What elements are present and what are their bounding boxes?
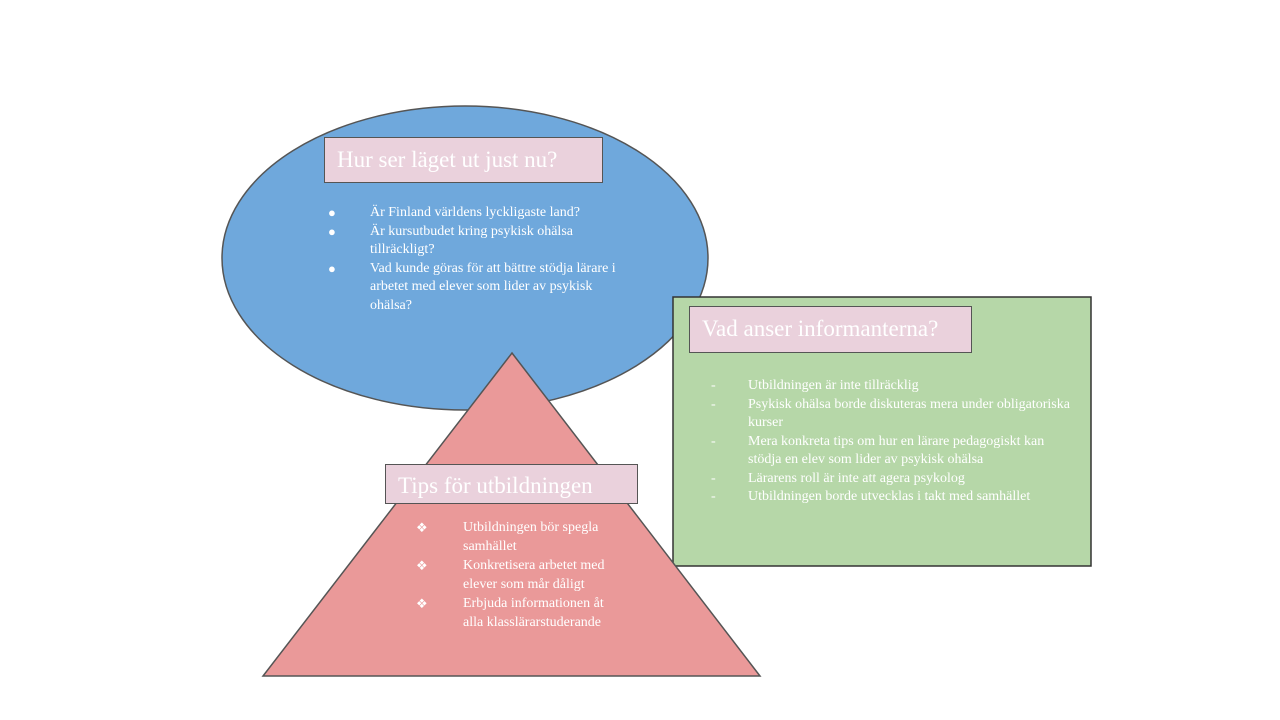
list-item: ❖Konkretisera arbetet med elever som mår… (416, 558, 605, 592)
list-item: -Utbildningen borde utvecklas i takt med… (711, 488, 1078, 507)
list-item: -Psykisk ohälsa borde diskuteras mera un… (711, 396, 1070, 431)
list-item: -Lärarens roll är inte att agera psykolo… (711, 470, 1078, 489)
rect-title: Vad anser informanterna? (689, 306, 972, 353)
list-item: -Mera konkreta tips om hur en lärare ped… (711, 433, 1045, 468)
oval-question-list: ●Är Finland världens lyckligaste land? ●… (328, 204, 632, 315)
tips-triangle (261, 351, 762, 677)
bullet-dot-icon: ● (328, 223, 336, 239)
diamond-bullet-icon: ❖ (416, 520, 428, 535)
triangle-title: Tips för utbildningen (385, 464, 638, 504)
bullet-dot-icon: ● (328, 260, 336, 276)
dash-bullet-icon: - (711, 396, 716, 412)
diamond-bullet-icon: ❖ (416, 558, 428, 573)
diamond-bullet-icon: ❖ (416, 596, 428, 611)
oval-title: Hur ser läget ut just nu? (324, 137, 603, 183)
list-item: ●Är kursutbudet kring psykisk ohälsa til… (328, 223, 573, 258)
dash-bullet-icon: - (711, 378, 716, 393)
informants-findings-list: -Utbildningen är inte tillräcklig -Psyki… (711, 377, 1078, 507)
dash-bullet-icon: - (711, 470, 716, 486)
training-tips-list: ❖Utbildningen bör spegla samhället ❖Konk… (416, 519, 623, 633)
list-item: ❖Erbjuda informationen åt alla klasslära… (416, 596, 604, 630)
dash-bullet-icon: - (711, 433, 716, 449)
bullet-dot-icon: ● (328, 205, 336, 220)
list-item: ❖Utbildningen bör spegla samhället (416, 520, 599, 554)
list-item: -Utbildningen är inte tillräcklig (711, 377, 1078, 396)
list-item: ●Är Finland världens lyckligaste land? (328, 204, 632, 223)
dash-bullet-icon: - (711, 489, 716, 504)
list-item: ●Vad kunde göras för att bättre stödja l… (328, 260, 616, 313)
